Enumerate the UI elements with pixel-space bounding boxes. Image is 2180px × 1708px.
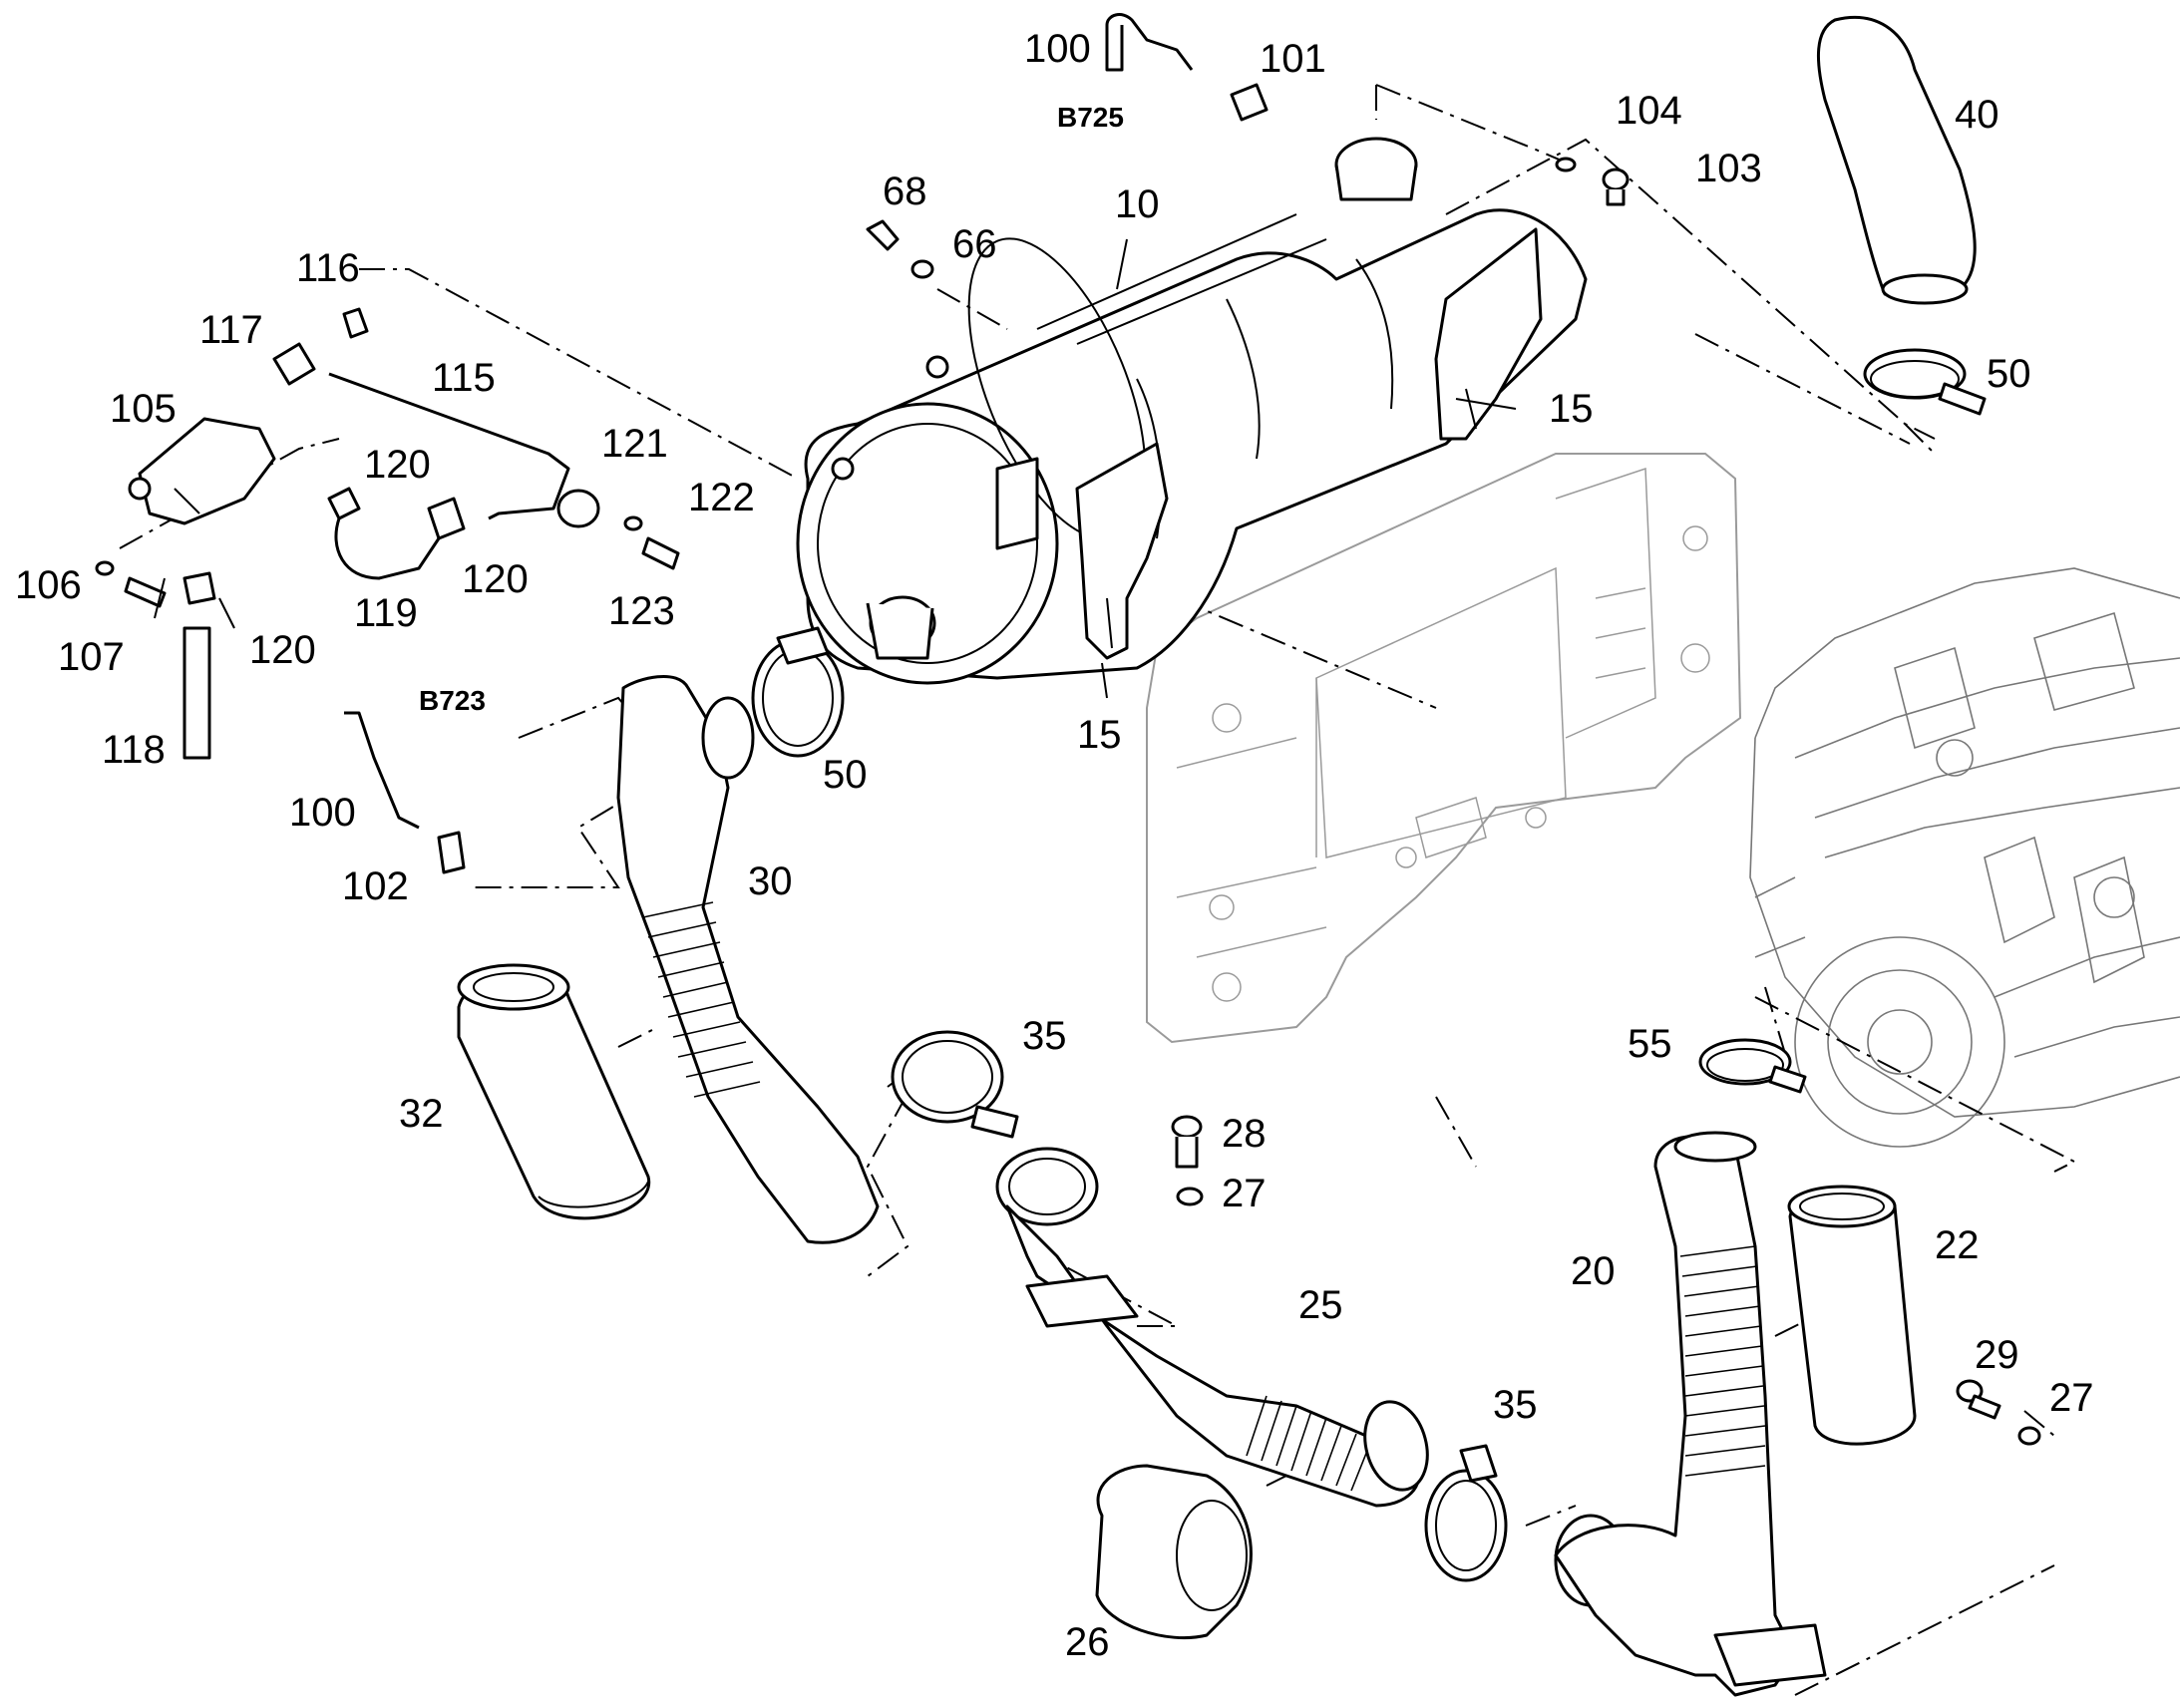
insulation-sleeve-32 (457, 963, 651, 1220)
clamp-tailpipe (1863, 348, 1987, 416)
adapter-116 (342, 307, 369, 339)
insulation-sleeve-22 (1787, 1185, 1917, 1446)
callout-101: 101 (1260, 37, 1326, 81)
mounting-bracket-rear (1434, 227, 1543, 441)
callout-35-lower: 35 (1493, 1383, 1538, 1427)
callout-100-top: 100 (1024, 27, 1091, 71)
callout-pointer-lines (154, 238, 1517, 699)
callout-22: 22 (1935, 1223, 1980, 1267)
engine-block (1749, 567, 2180, 1148)
hose-clamp-120-right (427, 497, 466, 540)
temperature-sensor-b725 (1105, 13, 1269, 122)
clamp-55 (1698, 1038, 1807, 1094)
callout-122: 122 (688, 476, 755, 519)
hose-clamp-120-lower (182, 571, 216, 605)
clamp-35-upper (891, 1030, 1019, 1139)
chassis-frame-panel (1146, 453, 1742, 1044)
hose-clamp-120-upper (327, 487, 361, 520)
callout-102: 102 (342, 864, 409, 908)
hose-119 (334, 517, 441, 580)
callout-106: 106 (15, 563, 82, 607)
screw-28 (1171, 1115, 1203, 1169)
screw-123 (641, 536, 680, 570)
ref-code-b725: B725 (1057, 102, 1124, 133)
callout-116: 116 (296, 246, 360, 290)
callout-120-upper: 120 (364, 443, 431, 487)
insulation-sleeve-26 (1095, 1464, 1253, 1640)
temperature-sensor-b723 (344, 711, 466, 874)
callout-55: 55 (1628, 1022, 1672, 1066)
callout-28: 28 (1222, 1112, 1267, 1156)
callout-labels: 100 101 104 103 40 68 10 66 116 117 115 … (15, 27, 2094, 1664)
tailpipe-elbow (1816, 15, 1977, 305)
callout-100-bottom: 100 (289, 791, 356, 835)
screw-68 (866, 219, 900, 251)
washer-106 (95, 560, 115, 576)
callout-40: 40 (1955, 93, 1999, 137)
callout-120-right: 120 (462, 557, 529, 601)
screw-107 (124, 576, 167, 608)
callout-27-upper: 27 (1222, 1172, 1267, 1215)
dpf-silencer-unit (796, 137, 1588, 685)
callout-10: 10 (1115, 182, 1160, 226)
callout-25: 25 (1298, 1283, 1343, 1327)
screw-29 (1956, 1379, 2001, 1420)
callout-20: 20 (1571, 1249, 1616, 1293)
callout-107: 107 (58, 635, 125, 679)
flex-pipe-20 (1554, 1131, 1827, 1697)
callout-105: 105 (110, 387, 177, 431)
callout-50-bottom: 50 (823, 753, 868, 797)
washer-27-upper (1176, 1187, 1204, 1206)
washer-104 (1555, 157, 1577, 172)
washer-27-lower (2017, 1426, 2041, 1446)
flex-pipe-30 (616, 674, 880, 1244)
pressure-line-115 (328, 372, 570, 520)
elbow-fitting-117 (272, 342, 316, 386)
callout-27-lower: 27 (2049, 1376, 2094, 1420)
mounting-bracket-front (1075, 442, 1169, 660)
callout-30: 30 (748, 859, 793, 903)
clamp-35-lower (1424, 1444, 1508, 1582)
pipe-25 (995, 1147, 1429, 1508)
bracket-121 (556, 489, 600, 528)
reference-code-labels: B725 B723 (419, 102, 1124, 716)
callout-15-bottom: 15 (1077, 713, 1122, 757)
ref-code-b723: B723 (419, 685, 486, 716)
callout-15-top: 15 (1549, 387, 1594, 431)
callout-117: 117 (199, 308, 263, 352)
callout-119: 119 (354, 591, 418, 635)
callout-50-top: 50 (1987, 352, 2031, 396)
callout-123: 123 (608, 589, 675, 633)
callout-115: 115 (432, 356, 496, 400)
washer-122 (623, 515, 643, 531)
plug-103 (1602, 168, 1630, 206)
hose-118 (182, 626, 211, 760)
callout-68: 68 (883, 170, 927, 213)
callout-104: 104 (1616, 89, 1682, 133)
pressure-sensor-105 (128, 417, 276, 525)
clamp-inlet (751, 626, 845, 758)
callout-121: 121 (601, 422, 668, 466)
washer-66 (910, 259, 934, 279)
callout-26: 26 (1065, 1620, 1110, 1664)
callout-118: 118 (102, 728, 166, 772)
callout-66: 66 (952, 222, 997, 266)
callout-103: 103 (1695, 147, 1762, 190)
callout-32: 32 (399, 1092, 444, 1136)
callout-29: 29 (1975, 1333, 2019, 1377)
callout-35-upper: 35 (1022, 1014, 1067, 1058)
callout-120-lower: 120 (249, 628, 316, 672)
